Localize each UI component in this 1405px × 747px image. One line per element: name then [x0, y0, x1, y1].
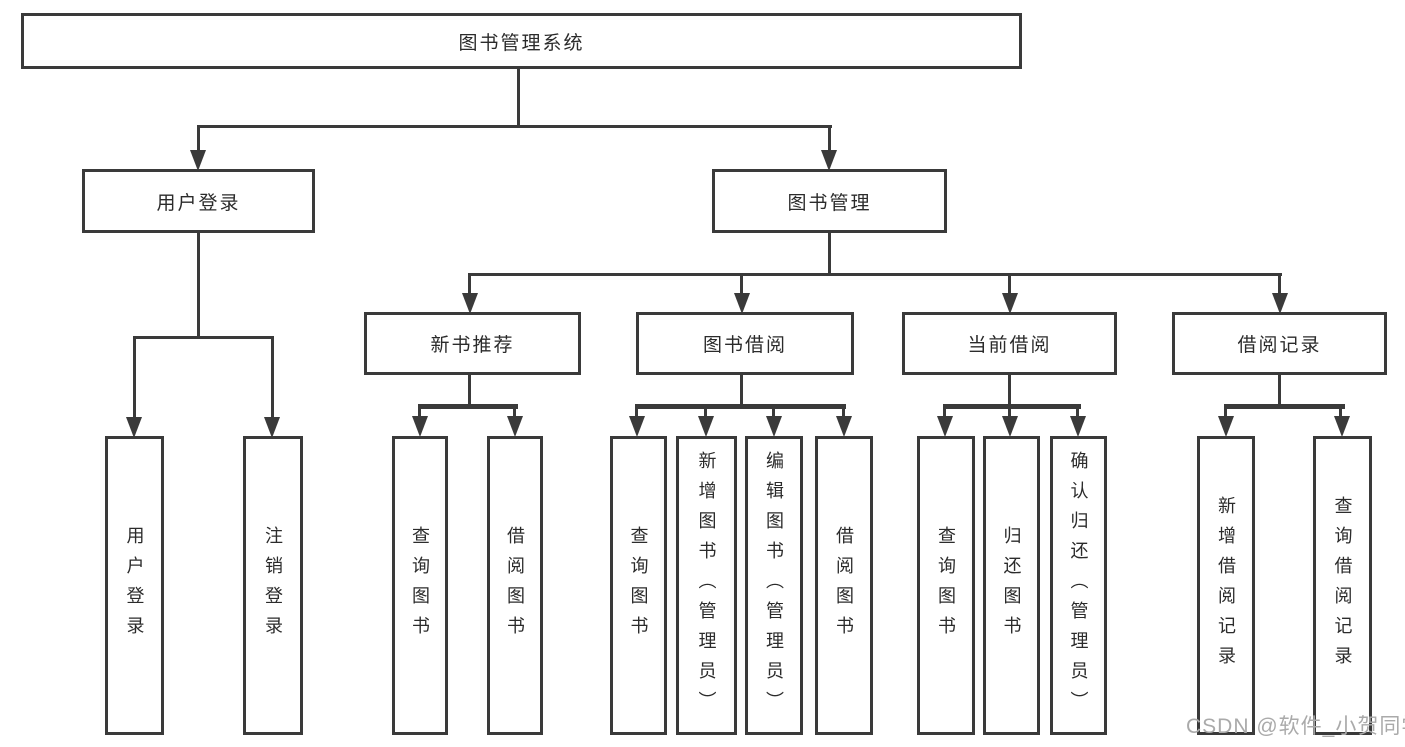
- arrowhead-down-icon: [766, 416, 782, 437]
- connector-line: [1339, 407, 1342, 418]
- connector-line: [468, 375, 471, 406]
- arrowhead-down-icon: [264, 417, 280, 438]
- arrowhead-down-icon: [821, 150, 837, 171]
- connector-line: [1278, 375, 1281, 406]
- arrowhead-down-icon: [937, 416, 953, 437]
- connector-line: [842, 407, 845, 418]
- connector-line: [1224, 404, 1345, 409]
- connector-line: [943, 407, 946, 418]
- connector-line: [1076, 407, 1079, 418]
- connector-line: [418, 404, 518, 409]
- node-label: 图书管理: [787, 192, 872, 214]
- node-label: 查询图书: [628, 525, 649, 646]
- arrowhead-down-icon: [1002, 416, 1018, 437]
- node-label: 借阅记录: [1237, 335, 1322, 356]
- connector-line: [198, 125, 832, 128]
- node-borrowing-records: 借阅记录: [1172, 312, 1387, 375]
- connector-line: [470, 273, 1282, 276]
- node-user-login: 用户登录: [82, 169, 315, 233]
- leaf-add-book-admin: 新增图书（管理员）: [676, 436, 737, 735]
- connector-line: [828, 125, 831, 153]
- node-label: 编辑图书（管理员）: [764, 450, 784, 721]
- connector-line: [517, 69, 520, 127]
- leaf-query-books-current: 查询图书: [917, 436, 975, 735]
- node-label: 借阅图书: [505, 525, 525, 646]
- connector-line: [1224, 407, 1227, 418]
- node-label: 图书借阅: [702, 335, 787, 356]
- connector-line: [740, 375, 743, 406]
- node-label: 借阅图书: [834, 525, 854, 646]
- arrowhead-down-icon: [412, 416, 428, 437]
- node-label: 新书推荐: [430, 335, 515, 356]
- node-label: 归还图书: [1001, 525, 1022, 646]
- node-current-borrowing: 当前借阅: [902, 312, 1117, 375]
- node-label: 新增借阅记录: [1216, 495, 1236, 676]
- node-label: 确认归还（管理员）: [1068, 450, 1089, 721]
- leaf-edit-book-admin: 编辑图书（管理员）: [745, 436, 803, 735]
- node-label: 新增图书（管理员）: [696, 450, 717, 721]
- arrowhead-down-icon: [698, 416, 714, 437]
- connector-line: [133, 336, 136, 418]
- connector-line: [740, 273, 743, 295]
- connector-line: [772, 407, 775, 418]
- arrowhead-down-icon: [1272, 293, 1288, 314]
- node-book-management: 图书管理: [712, 169, 947, 233]
- connector-line: [1008, 273, 1011, 295]
- arrowhead-down-icon: [126, 417, 142, 438]
- leaf-user-login: 用户登录: [105, 436, 164, 735]
- node-label: 注销登录: [263, 525, 283, 646]
- leaf-borrow-books-recommend: 借阅图书: [487, 436, 543, 735]
- connector-line: [635, 404, 846, 409]
- node-label: 查询图书: [936, 525, 956, 646]
- node-label: 当前借阅: [967, 335, 1052, 356]
- arrowhead-down-icon: [1334, 416, 1350, 437]
- arrowhead-down-icon: [462, 293, 478, 314]
- node-label: 查询借阅记录: [1332, 495, 1353, 676]
- leaf-logout: 注销登录: [243, 436, 303, 735]
- csdn-watermark: CSDN @软件_小贺同学: [1186, 715, 1405, 738]
- arrowhead-down-icon: [1218, 416, 1234, 437]
- arrowhead-down-icon: [629, 416, 645, 437]
- arrowhead-down-icon: [734, 293, 750, 314]
- leaf-add-borrow-record: 新增借阅记录: [1197, 436, 1255, 735]
- leaf-query-books-borrowing: 查询图书: [610, 436, 667, 735]
- connector-line: [197, 125, 200, 153]
- node-library-system: 图书管理系统: [21, 13, 1022, 69]
- connector-line: [943, 404, 1081, 409]
- arrowhead-down-icon: [190, 150, 206, 171]
- leaf-query-borrow-record: 查询借阅记录: [1313, 436, 1372, 735]
- arrowhead-down-icon: [836, 416, 852, 437]
- connector-line: [1008, 407, 1011, 418]
- connector-line: [1278, 273, 1281, 295]
- connector-line: [468, 273, 471, 295]
- node-label: 用户登录: [156, 192, 241, 214]
- connector-line: [197, 233, 200, 338]
- node-label: 用户登录: [124, 525, 145, 646]
- connector-line: [418, 407, 421, 418]
- connector-line: [828, 233, 831, 275]
- node-book-borrowing: 图书借阅: [636, 312, 854, 375]
- connector-line: [134, 336, 274, 339]
- node-new-book-recommend: 新书推荐: [364, 312, 581, 375]
- connector-line: [271, 336, 274, 418]
- connector-line: [1008, 375, 1011, 406]
- leaf-query-books-recommend: 查询图书: [392, 436, 448, 735]
- connector-line: [704, 407, 707, 418]
- leaf-borrow-books-borrowing: 借阅图书: [815, 436, 873, 735]
- arrowhead-down-icon: [507, 416, 523, 437]
- node-label: 图书管理系统: [458, 32, 585, 54]
- arrowhead-down-icon: [1002, 293, 1018, 314]
- leaf-confirm-return-admin: 确认归还（管理员）: [1050, 436, 1107, 735]
- connector-line: [635, 407, 638, 418]
- node-label: 查询图书: [410, 525, 430, 646]
- arrowhead-down-icon: [1070, 416, 1086, 437]
- leaf-return-books: 归还图书: [983, 436, 1040, 735]
- connector-line: [513, 407, 516, 418]
